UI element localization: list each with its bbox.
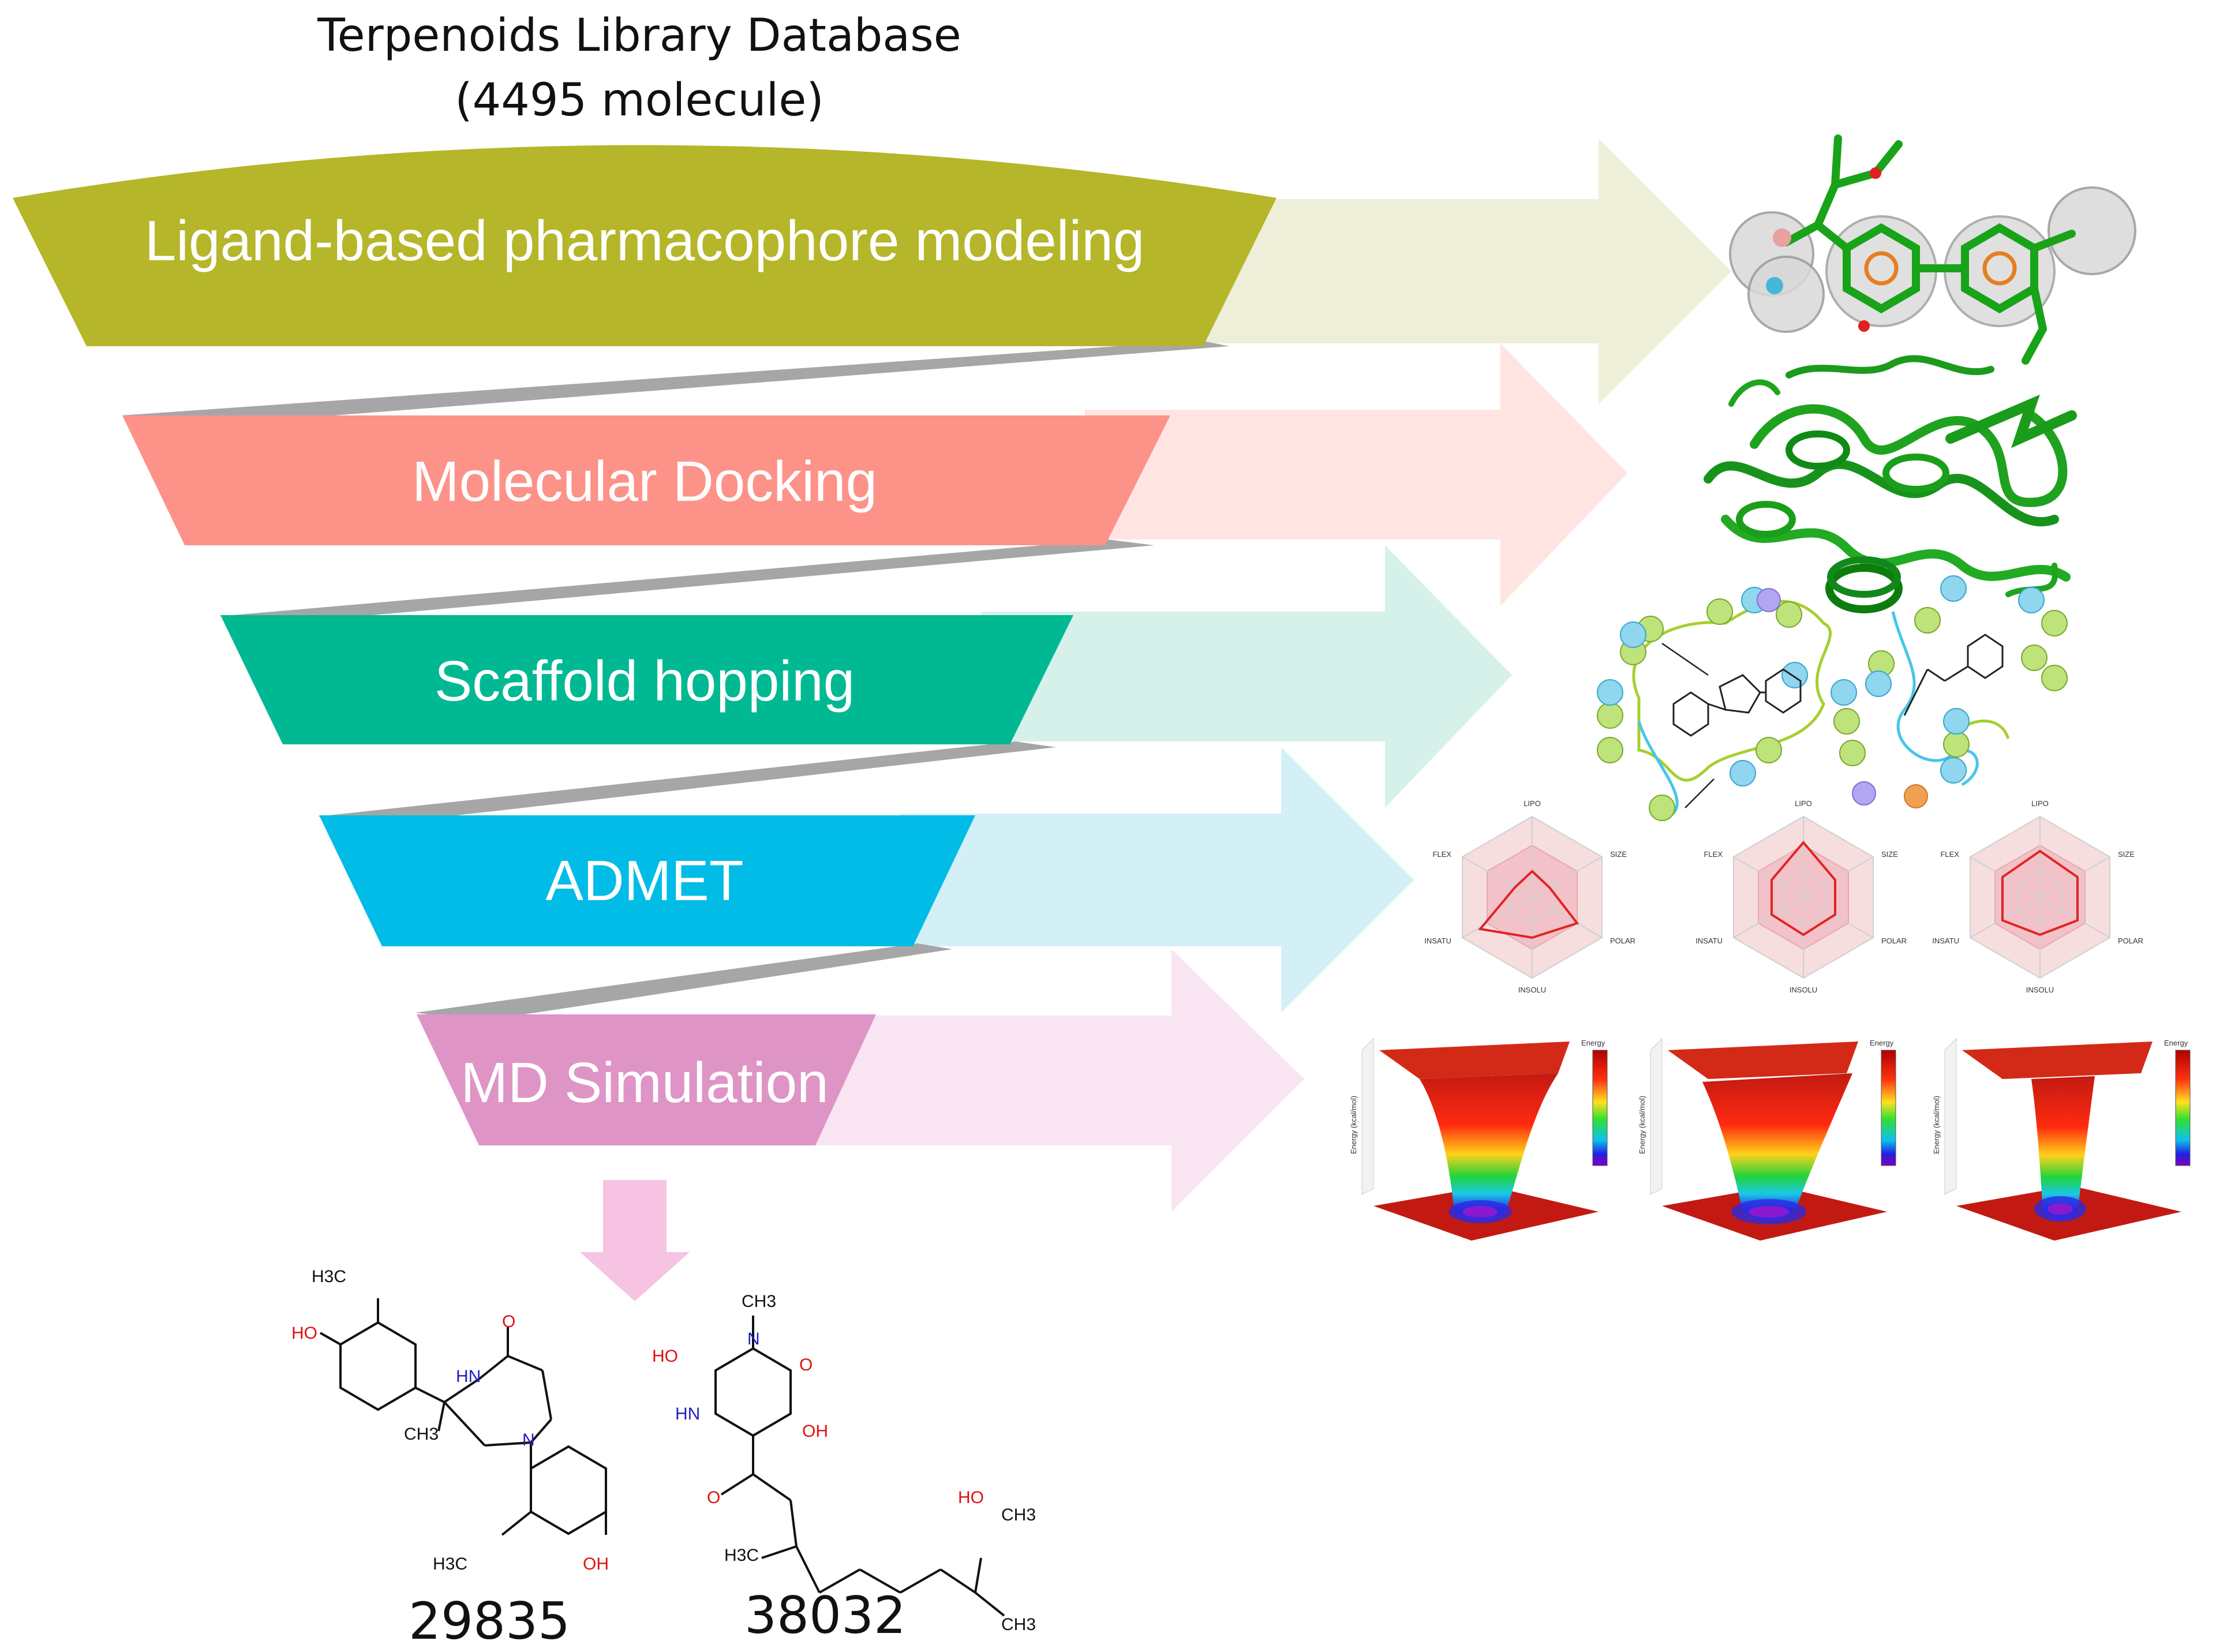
radar-chart-2: LIPO SIZE POLAR INSOLU INSATU FLEX bbox=[1695, 799, 1907, 994]
energy-landscapes: Energy Energy (kcal/mol) Energy Energy (… bbox=[1349, 1037, 2191, 1241]
radar-3-axis-polar: POLAR bbox=[2118, 936, 2143, 945]
radar-2-axis-insatu: INSATU bbox=[1695, 936, 1723, 945]
c29835-atom-ho: HO bbox=[291, 1324, 317, 1343]
compound-38032-structure: CH3 HO N HN O OH O HO CH3 H3C CH3 bbox=[652, 1292, 1036, 1634]
c38032-atom-o-top: O bbox=[799, 1355, 813, 1374]
energy-1-axis-label: Energy (kcal/mol) bbox=[1349, 1096, 1358, 1154]
radar-3-axis-size: SIZE bbox=[2118, 850, 2135, 859]
energy-2-legend-title: Energy bbox=[1870, 1039, 1894, 1047]
funnel: Ligand-based pharmacophore modeling Mole… bbox=[13, 145, 1277, 1145]
stage-label-admet: ADMET bbox=[546, 849, 744, 912]
energy-landscape-2: Energy Energy (kcal/mol) bbox=[1638, 1037, 1896, 1241]
connector-2 bbox=[219, 540, 1154, 623]
c29835-atom-h3c-top: H3C bbox=[312, 1267, 346, 1286]
c38032-atom-ho: HO bbox=[652, 1347, 678, 1366]
stage-docking bbox=[122, 415, 1170, 545]
radar-1-axis-insolu: INSOLU bbox=[1518, 986, 1546, 994]
arrow-docking bbox=[1085, 343, 1627, 606]
arrow-md bbox=[802, 949, 1304, 1212]
c38032-atom-hn: HN bbox=[675, 1404, 700, 1424]
energy-2-axis-label: Energy (kcal/mol) bbox=[1638, 1096, 1646, 1154]
radar-3-axis-lipo: LIPO bbox=[2031, 799, 2049, 808]
energy-3-legend-title: Energy bbox=[2164, 1039, 2188, 1047]
stage-label-scaffold: Scaffold hopping bbox=[435, 649, 855, 713]
radar-1-axis-polar: POLAR bbox=[1610, 936, 1635, 945]
c38032-atom-h3c: H3C bbox=[724, 1546, 759, 1565]
connector-1 bbox=[121, 340, 1229, 427]
c38032-atom-ch3-top: CH3 bbox=[742, 1292, 776, 1311]
arrow-admet bbox=[900, 747, 1414, 1013]
c29835-atom-o: O bbox=[502, 1312, 515, 1331]
stage-md bbox=[417, 1014, 876, 1145]
funnel-connectors bbox=[121, 340, 1229, 1021]
radar-2-axis-flex: FLEX bbox=[1704, 850, 1723, 859]
radar-1-axis-size: SIZE bbox=[1610, 850, 1627, 859]
stage-arrows bbox=[802, 138, 1731, 1212]
stage-pharmacophore bbox=[13, 145, 1277, 346]
title-line-2: (4495 molecule) bbox=[455, 74, 824, 126]
c38032-atom-ch3-bottom: CH3 bbox=[1001, 1615, 1036, 1634]
connector-4 bbox=[415, 943, 952, 1021]
radar-chart-1: LIPO SIZE POLAR INSOLU INSATU FLEX bbox=[1424, 799, 1635, 994]
radar-3-axis-insatu: INSATU bbox=[1932, 936, 1959, 945]
pharmacophore-model-image bbox=[1729, 134, 2136, 365]
radar-2-axis-lipo: LIPO bbox=[1795, 799, 1812, 808]
connector-3 bbox=[317, 741, 1056, 824]
radar-chart-3: LIPO SIZE POLAR INSOLU INSATU FLEX bbox=[1932, 799, 2143, 994]
c38032-atom-ch3-right: CH3 bbox=[1001, 1505, 1036, 1524]
stage-scaffold bbox=[220, 615, 1073, 744]
compound-29835-structure: H3C HO HN CH3 N H3C OH O bbox=[291, 1267, 609, 1574]
stage-label-md: MD Simulation bbox=[461, 1051, 828, 1114]
protein-structure-image bbox=[1704, 355, 2077, 613]
c38032-atom-o-ketone: O bbox=[707, 1488, 720, 1507]
radar-2-axis-polar: POLAR bbox=[1881, 936, 1907, 945]
radar-1-axis-insatu: INSATU bbox=[1424, 936, 1451, 945]
radar-3-axis-flex: FLEX bbox=[1940, 850, 1959, 859]
compound-id-38032: 38032 bbox=[744, 1586, 906, 1645]
radar-1-axis-lipo: LIPO bbox=[1523, 799, 1541, 808]
stage-label-docking: Molecular Docking bbox=[412, 449, 877, 513]
energy-landscape-1: Energy Energy (kcal/mol) bbox=[1349, 1037, 1608, 1241]
radar-1-axis-flex: FLEX bbox=[1432, 850, 1451, 859]
c38032-atom-oh: OH bbox=[802, 1422, 828, 1441]
radar-3-axis-insolu: INSOLU bbox=[2026, 986, 2054, 994]
stage-label-pharmacophore: Ligand-based pharmacophore modeling bbox=[145, 209, 1145, 272]
admet-radar-charts: LIPO SIZE POLAR INSOLU INSATU FLEX LIPO … bbox=[1424, 799, 2143, 994]
interaction-diagram-2 bbox=[1831, 575, 2068, 808]
c38032-atom-n: N bbox=[747, 1329, 760, 1348]
c29835-atom-n: N bbox=[522, 1430, 535, 1449]
interaction-diagram-1 bbox=[1597, 587, 1832, 821]
energy-landscape-3: Energy Energy (kcal/mol) bbox=[1932, 1037, 2191, 1241]
c29835-atom-oh: OH bbox=[583, 1554, 609, 1574]
c29835-atom-ch3: CH3 bbox=[404, 1425, 439, 1444]
title-line-1: Terpenoids Library Database bbox=[317, 10, 961, 62]
c29835-atom-h3c-bottom: H3C bbox=[433, 1554, 467, 1574]
down-arrow bbox=[580, 1180, 690, 1301]
energy-3-axis-label: Energy (kcal/mol) bbox=[1932, 1096, 1941, 1154]
stage-admet bbox=[319, 815, 975, 946]
arrow-scaffold bbox=[981, 545, 1512, 808]
c29835-atom-hn: HN bbox=[456, 1367, 481, 1386]
radar-2-axis-size: SIZE bbox=[1881, 850, 1898, 859]
c38032-atom-ho-chain: HO bbox=[958, 1488, 984, 1507]
energy-1-legend-title: Energy bbox=[1581, 1039, 1605, 1047]
arrow-pharmacophore bbox=[1183, 138, 1731, 404]
compound-id-29835: 29835 bbox=[409, 1591, 570, 1651]
radar-2-axis-insolu: INSOLU bbox=[1790, 986, 1817, 994]
